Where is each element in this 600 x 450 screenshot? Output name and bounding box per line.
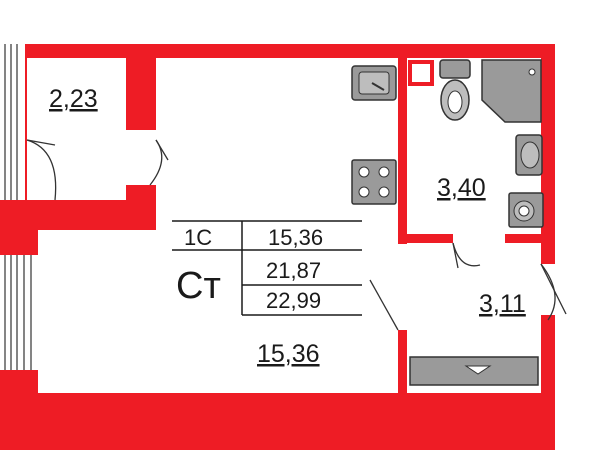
type-code-cell: Ст: [176, 265, 221, 307]
washing-machine-icon: [508, 192, 544, 228]
wall-balcony-left: [398, 330, 407, 410]
hall-door-leaf: [155, 139, 169, 161]
window-sill-icon: [409, 356, 539, 386]
info-table: [172, 220, 362, 316]
wall-right: [541, 44, 555, 264]
bath-door-leaf: [452, 242, 459, 269]
shower-icon: [481, 59, 542, 123]
bathroom-area-label: 3,40: [437, 174, 486, 202]
wall-top: [25, 44, 555, 58]
sink-icon: [351, 65, 397, 101]
wall-bath-bottom: [398, 234, 453, 243]
total-with-balcony-cell: 22,99: [266, 288, 321, 313]
main-room-area-label: 15,36: [257, 340, 320, 368]
balcony-door-left-arc: [369, 279, 399, 331]
rooms-code-cell: 1С: [184, 225, 212, 250]
balcony-area-label: 3,11: [479, 290, 526, 318]
entrance-door-arc: [26, 139, 57, 201]
living-area-cell: 15,36: [268, 225, 323, 250]
wall-inner-small: [408, 60, 434, 86]
entrance-door-leaf: [26, 139, 56, 146]
wall-bottom: [0, 393, 555, 450]
wall-bath-left: [398, 44, 407, 244]
stove-icon: [351, 159, 397, 205]
wall-top-left-left: [25, 44, 27, 204]
washbasin-icon: [515, 134, 543, 176]
exterior-window: [4, 44, 32, 370]
wall-bath-bottom-right: [505, 234, 555, 243]
hallway-area-label: 2,23: [49, 85, 98, 113]
total-area-cell: 21,87: [266, 258, 321, 283]
balcony-door-right-leaf: [540, 263, 567, 315]
doors: [26, 139, 567, 331]
wall-left-lower: [0, 200, 38, 255]
wall-right-lower: [541, 315, 555, 450]
walls: [0, 44, 555, 450]
toilet-icon: [439, 59, 471, 121]
wall-hall-divider: [126, 44, 156, 130]
balcony-door-right-arc: [540, 263, 556, 321]
